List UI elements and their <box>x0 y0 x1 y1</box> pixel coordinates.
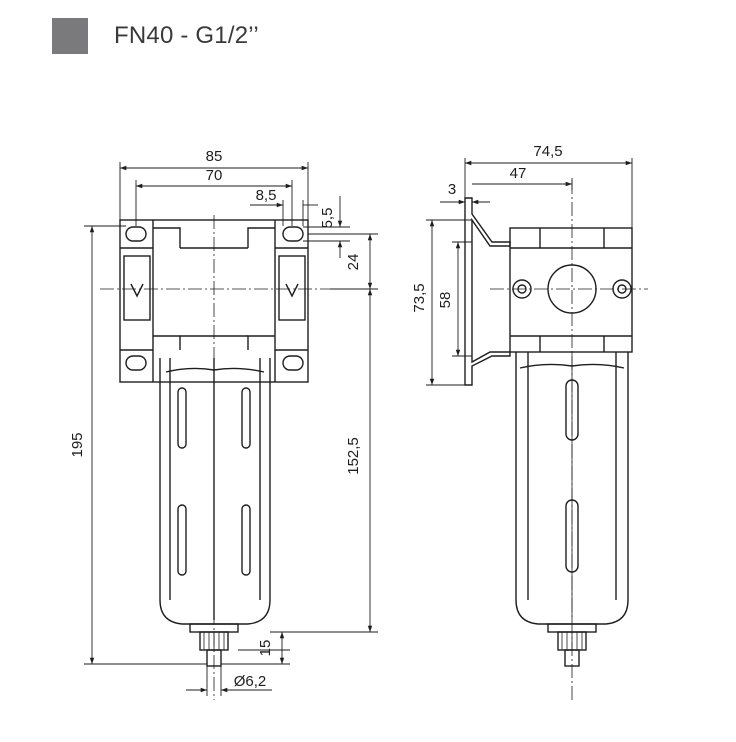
bowl-slot <box>177 387 187 449</box>
side-screw-right <box>612 279 632 299</box>
dim-85: 85 <box>206 148 223 165</box>
dim-47: 47 <box>510 165 527 182</box>
dim-74-5: 74,5 <box>533 143 562 160</box>
dim-195: 195 <box>69 432 86 457</box>
front-flow-window-left <box>123 255 151 321</box>
bowl-slot <box>241 504 251 576</box>
header-swatch <box>52 18 88 54</box>
side-head-body <box>509 227 633 353</box>
dim-24: 24 <box>345 254 362 271</box>
bowl-slot <box>241 387 251 449</box>
front-slot-top-left <box>125 226 147 242</box>
front-slot-bottom-left <box>125 355 147 371</box>
dim-tube-6-2: Ø6,2 <box>234 673 267 690</box>
dim-15: 15 <box>257 640 274 657</box>
dim-5-5: 5,5 <box>319 208 336 229</box>
front-view <box>100 215 330 700</box>
front-flow-window-right <box>278 255 306 321</box>
bowl-slot <box>177 504 187 576</box>
side-screw-left <box>512 279 532 299</box>
front-bowl <box>159 358 271 625</box>
bowl-slot <box>565 379 579 441</box>
dim-70: 70 <box>206 167 223 184</box>
header: FN40 - G1/2’’ <box>52 18 259 54</box>
dim-8-5: 8,5 <box>256 187 277 204</box>
front-drain-tube <box>206 649 222 667</box>
page-title: FN40 - G1/2’’ <box>114 22 259 49</box>
front-dimensions <box>84 162 378 696</box>
front-slot-top-right <box>282 226 304 242</box>
dim-58: 58 <box>437 292 454 309</box>
side-bracket <box>464 197 511 386</box>
flow-arrow-icon <box>285 283 299 298</box>
front-dimension-labels: 85 70 8,5 5,5 24 152,5 195 15 Ø6,2 <box>69 148 362 690</box>
dim-73-5: 73,5 <box>411 283 428 312</box>
front-slot-bottom-right <box>282 355 304 371</box>
dim-152-5: 152,5 <box>345 437 362 475</box>
side-drain-tube <box>564 649 580 667</box>
side-dimension-labels: 74,5 47 3 73,5 58 <box>411 143 563 313</box>
dim-3: 3 <box>448 181 456 198</box>
side-dimensions <box>426 158 633 386</box>
side-view <box>464 180 648 700</box>
bowl-slot <box>565 499 579 573</box>
flow-arrow-icon <box>130 283 144 298</box>
side-port <box>547 264 597 314</box>
